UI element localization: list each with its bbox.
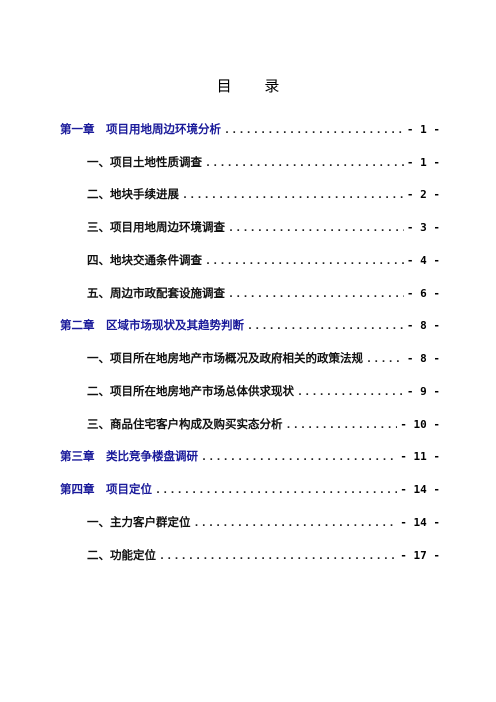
toc-dot-leader bbox=[366, 352, 404, 368]
toc-entry[interactable]: 三、项目用地周边环境调查 - 3 - bbox=[60, 219, 440, 235]
toc-dot-leader bbox=[205, 156, 404, 172]
toc-dot-leader bbox=[194, 516, 398, 532]
toc-entry-page: - 11 - bbox=[400, 450, 440, 463]
toc-entry-page: - 4 - bbox=[406, 254, 440, 267]
toc-dot-leader bbox=[182, 188, 404, 204]
toc-entry[interactable]: 第二章 区域市场现状及其趋势判断 - 8 - bbox=[60, 317, 440, 333]
toc-entry-label: 一、主力客户群定位 bbox=[87, 515, 191, 529]
toc-entry-page: - 9 - bbox=[406, 385, 440, 398]
toc-title: 目 录 bbox=[216, 77, 294, 95]
toc-dot-leader bbox=[228, 221, 404, 237]
toc-entry-page: - 17 - bbox=[400, 549, 440, 562]
toc-dot-leader bbox=[205, 254, 404, 270]
toc-entry-page: - 10 - bbox=[400, 418, 440, 431]
toc-entry-page: - 2 - bbox=[406, 188, 440, 201]
toc-entry-page: - 8 - bbox=[406, 319, 440, 332]
toc-entry-label: 第四章 项目定位 bbox=[60, 482, 152, 496]
toc-entry-label: 三、商品住宅客户构成及购买实态分析 bbox=[87, 417, 283, 431]
toc-dot-leader bbox=[155, 483, 397, 499]
toc-entry[interactable]: 一、主力客户群定位 - 14 - bbox=[60, 514, 440, 530]
toc-dot-leader bbox=[286, 418, 398, 434]
toc-dot-leader bbox=[201, 450, 397, 466]
toc-entry[interactable]: 第三章 类比竞争楼盘调研 - 11 - bbox=[60, 448, 440, 464]
toc-entry[interactable]: 二、地块手续进展 - 2 - bbox=[60, 186, 440, 202]
toc-entry-label: 三、项目用地周边环境调查 bbox=[87, 220, 225, 234]
toc-entry[interactable]: 二、功能定位 - 17 - bbox=[60, 547, 440, 563]
toc-entry-page: - 6 - bbox=[406, 287, 440, 300]
toc-dot-leader bbox=[159, 549, 397, 565]
toc-entry-page: - 1 - bbox=[406, 156, 440, 169]
toc-entry-label: 第二章 区域市场现状及其趋势判断 bbox=[60, 318, 244, 332]
toc-entry-label: 第三章 类比竞争楼盘调研 bbox=[60, 449, 198, 463]
toc-entry-page: - 8 - bbox=[406, 352, 440, 365]
toc-entry-label: 二、功能定位 bbox=[87, 548, 156, 562]
toc-entry[interactable]: 四、地块交通条件调查 - 4 - bbox=[60, 252, 440, 268]
toc-entry[interactable]: 一、项目土地性质调查 - 1 - bbox=[60, 154, 440, 170]
toc-dot-leader bbox=[247, 319, 404, 335]
toc-entry-label: 四、地块交通条件调查 bbox=[87, 253, 202, 267]
toc-entry-label: 一、项目土地性质调查 bbox=[87, 155, 202, 169]
toc-entry-page: - 3 - bbox=[406, 221, 440, 234]
toc-entry[interactable]: 第四章 项目定位 - 14 - bbox=[60, 481, 440, 497]
toc-entry[interactable]: 二、项目所在地房地产市场总体供求现状 - 9 - bbox=[60, 383, 440, 399]
toc-entry-label: 五、周边市政配套设施调查 bbox=[87, 286, 225, 300]
toc-entry-label: 第一章 项目用地周边环境分析 bbox=[60, 122, 221, 136]
toc-entry[interactable]: 三、商品住宅客户构成及购买实态分析 - 10 - bbox=[60, 416, 440, 432]
toc-dot-leader bbox=[297, 385, 404, 401]
toc-entry-label: 一、项目所在地房地产市场概况及政府相关的政策法规 bbox=[87, 351, 363, 365]
toc-entry-page: - 14 - bbox=[400, 483, 440, 496]
toc-entry-label: 二、项目所在地房地产市场总体供求现状 bbox=[87, 384, 294, 398]
toc-entry-page: - 1 - bbox=[406, 123, 440, 136]
toc-entry-page: - 14 - bbox=[400, 516, 440, 529]
toc-dot-leader bbox=[224, 123, 404, 139]
toc-entry[interactable]: 一、项目所在地房地产市场概况及政府相关的政策法规 - 8 - bbox=[60, 350, 440, 366]
toc-dot-leader bbox=[228, 287, 404, 303]
toc-entry[interactable]: 五、周边市政配套设施调查 - 6 - bbox=[60, 285, 440, 301]
toc-entry[interactable]: 第一章 项目用地周边环境分析 - 1 - bbox=[60, 121, 440, 137]
toc-entry-label: 二、地块手续进展 bbox=[87, 187, 179, 201]
